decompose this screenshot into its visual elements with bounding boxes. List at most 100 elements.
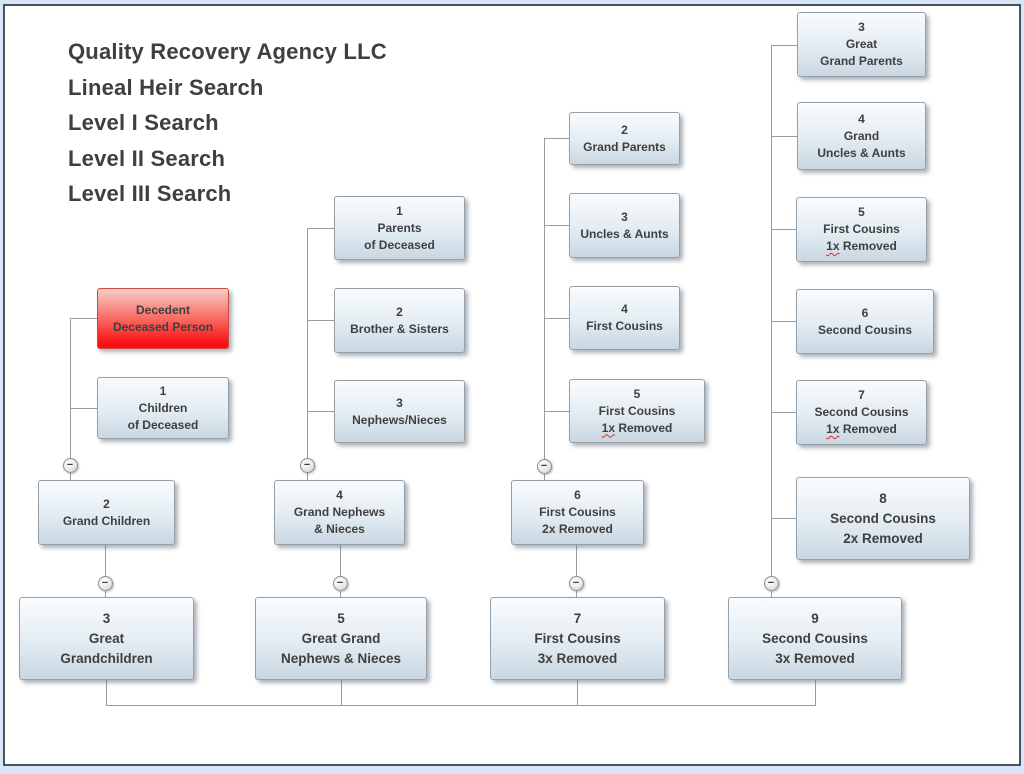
minus-icon: −	[336, 576, 344, 589]
connector-line	[771, 229, 797, 230]
node-label-line: 2x Removed	[542, 522, 613, 536]
connector-line	[544, 225, 569, 226]
connector-line	[70, 408, 97, 409]
title-block: Quality Recovery Agency LLC Lineal Heir …	[68, 34, 387, 212]
node-number: 9	[811, 610, 819, 626]
node-number: 5	[633, 386, 641, 401]
connector-line	[70, 318, 71, 480]
node-label-line: of Deceased	[364, 237, 435, 252]
connector-line	[544, 138, 545, 480]
collapse-button[interactable]: −	[332, 575, 348, 591]
node-number: 3	[858, 20, 865, 34]
node-number: 7	[858, 388, 865, 402]
level-2-search-label: Level II Search	[68, 145, 226, 171]
collapse-button[interactable]: −	[568, 575, 584, 591]
node-label-line: Grand Parents	[820, 54, 903, 68]
connector-line	[106, 680, 107, 705]
connector-line	[105, 545, 106, 597]
connector-line	[771, 412, 797, 413]
collapse-button[interactable]: −	[299, 457, 315, 473]
node-label-line: Uncles & Aunts	[580, 226, 669, 241]
node-label-line: 3x Removed	[537, 650, 618, 666]
node-label-line: Second Cousins	[830, 510, 936, 526]
connector-line	[307, 228, 308, 480]
minus-icon: −	[66, 458, 74, 471]
node-label-line: First Cousins	[534, 630, 621, 646]
node-number: 8	[879, 490, 887, 506]
node-label-line: of Deceased	[127, 417, 199, 432]
node-number: 3	[102, 610, 111, 626]
collapse-button[interactable]: −	[763, 575, 779, 591]
node-number: 3	[396, 395, 403, 410]
collapse-button[interactable]: −	[62, 457, 78, 473]
level-3-search-label: Level III Search	[68, 181, 232, 206]
connector-line	[70, 318, 97, 319]
collapse-button[interactable]: −	[97, 575, 113, 591]
node-label-line: First Cousins	[823, 222, 900, 236]
node-label-line: 1x Removed	[601, 420, 673, 435]
company-title: Quality Recovery Agency LLC	[68, 39, 387, 64]
connector-line	[576, 545, 577, 597]
node-label-line: 2x Removed	[843, 530, 923, 546]
node-number: 4	[336, 488, 343, 502]
connector-line	[544, 411, 569, 412]
node-number: 2	[103, 496, 110, 511]
node-label-line: Second Cousins	[814, 405, 909, 419]
node-number: 7	[573, 610, 582, 626]
node-number: 4	[621, 302, 628, 316]
node-label-line: Nephews/Nieces	[352, 412, 447, 427]
level-1-search-label: Level I Search	[68, 110, 219, 135]
node-label-line: Children	[138, 400, 188, 415]
connector-line	[307, 228, 334, 229]
node-label-line: 3x Removed	[775, 650, 855, 666]
connector-line	[771, 136, 797, 137]
connector-line	[307, 320, 334, 321]
node-label-line: First Cousins	[539, 505, 616, 519]
node-number: 1	[159, 383, 167, 398]
node-label-line: Grand Parents	[583, 139, 666, 154]
node-number: 1	[396, 203, 403, 218]
node-label-line: First Cousins	[586, 319, 663, 333]
node-label-line: Nephews & Nieces	[280, 650, 402, 666]
node-number: 6	[574, 488, 581, 502]
spellcheck-underline: 1x	[826, 422, 840, 436]
minus-icon: −	[101, 576, 109, 589]
node-number: 5	[858, 205, 865, 219]
spellcheck-underline: 1x	[601, 420, 615, 435]
node-label-line: Grand	[843, 128, 880, 143]
node-label-line: 1x Removed	[826, 422, 897, 436]
node-label-line: Deceased Person	[112, 319, 214, 334]
minus-icon: −	[767, 576, 775, 589]
connector-line	[106, 705, 816, 706]
collapse-button[interactable]: −	[536, 458, 552, 474]
node-label-line: Grand Nephews	[293, 505, 386, 519]
node-number: 2	[396, 304, 403, 319]
connector-line	[340, 545, 341, 597]
node-label-line: Great Grand	[301, 630, 381, 646]
node-label-line: & Nieces	[314, 522, 365, 536]
node-number: 2	[621, 122, 628, 137]
